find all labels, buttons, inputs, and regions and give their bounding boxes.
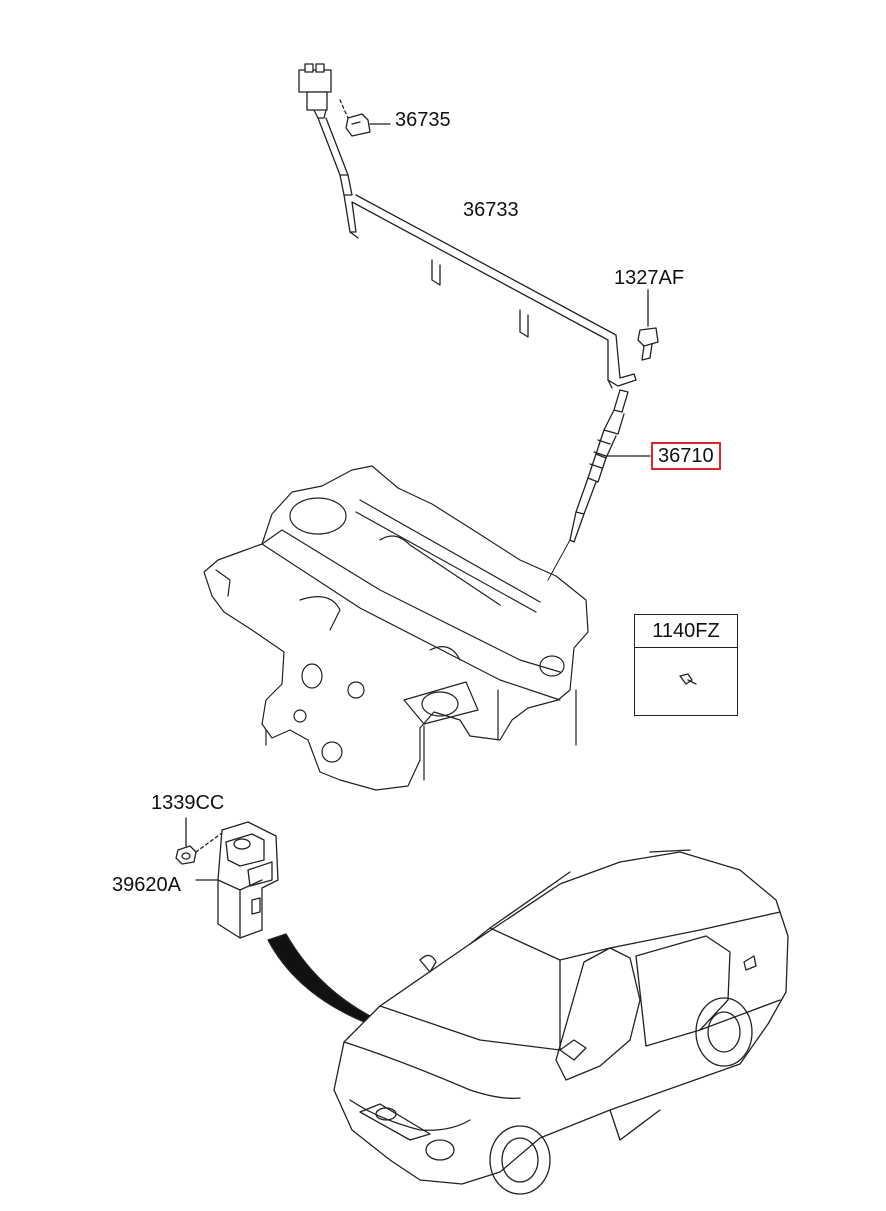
part-box-1140FZ[interactable]: 1140FZ — [634, 614, 738, 716]
clip-36735 — [340, 100, 390, 136]
engine-cylinder-head — [204, 466, 588, 790]
bolt-1140FZ — [680, 674, 696, 684]
label-36735[interactable]: 36735 — [395, 109, 451, 131]
label-39620A[interactable]: 39620A — [112, 874, 181, 896]
label-36710-highlighted[interactable]: 36710 — [651, 442, 721, 470]
label-1140FZ[interactable]: 1140FZ — [635, 615, 737, 648]
label-1339CC[interactable]: 1339CC — [151, 792, 225, 814]
harness-connector — [299, 64, 331, 118]
nut-1327AF — [638, 290, 658, 360]
label-36733[interactable]: 36733 — [463, 199, 519, 221]
nut-1339CC — [176, 818, 226, 864]
wiring-harness-36733 — [318, 118, 636, 388]
car-outline — [334, 850, 788, 1194]
module-39620A — [196, 822, 278, 938]
glow-plug-36710 — [548, 390, 650, 580]
label-1327AF[interactable]: 1327AF — [614, 267, 685, 289]
